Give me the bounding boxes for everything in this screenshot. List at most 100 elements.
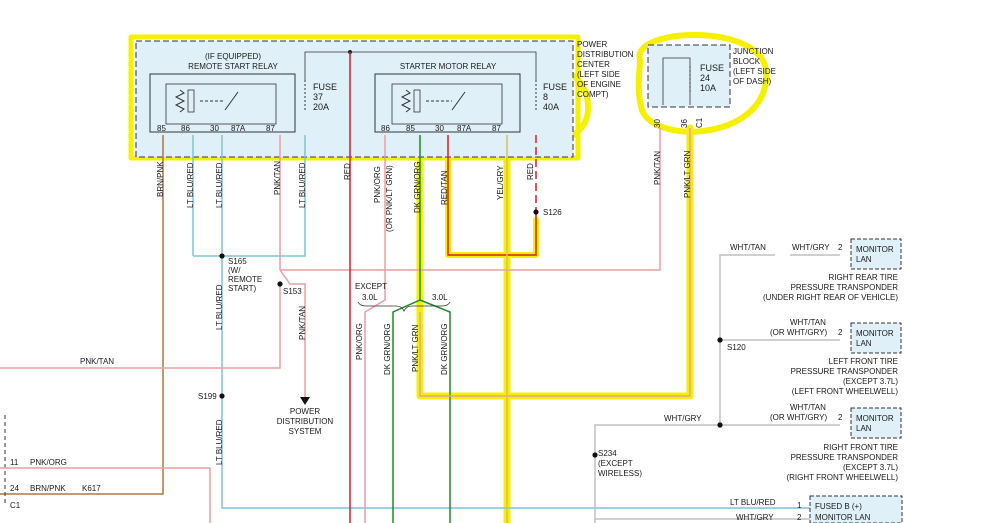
monitor-rr-box (850, 238, 902, 270)
remote-relay-coil (174, 89, 186, 113)
fuse8-rating: 40A (543, 102, 559, 112)
label-or-wht-gry-2: (OR WHT/GRY) (770, 328, 828, 337)
monitor-rf-desc2: PRESSURE TRANSPONDER (791, 453, 899, 462)
monitor-rf-box-line2: LAN (856, 424, 872, 433)
fuse8-label: FUSE (543, 82, 567, 92)
splice-s199: S199 (198, 392, 217, 401)
pdc-label: POWER DISTRIBUTION CENTER (LEFT SIDE OF … (577, 40, 634, 99)
splice-node-s120 (717, 337, 723, 343)
label-lt-blu-red-low: LT BLU/RED (215, 419, 224, 465)
pdc-label-line4: (LEFT SIDE (577, 70, 620, 79)
label-red-1: RED (343, 163, 352, 180)
fuse24-circuit (662, 57, 691, 105)
remote-pin-86: 86 (181, 124, 190, 133)
connector-c1-circuit: K617 (82, 484, 101, 493)
starter-relay-switch (451, 91, 466, 111)
label-or-wht-gry-3: (OR WHT/GRY) (770, 413, 828, 422)
label-pnk-org-top: PNK/ORG (373, 166, 382, 203)
label-wht-gry-main: WHT/GRY (664, 414, 702, 423)
starter-pin-30: 30 (435, 124, 444, 133)
wire-pnk-tan-junction (280, 128, 661, 271)
junction-label-line1: JUNCTION (733, 47, 774, 56)
splice-s126: S126 (543, 208, 562, 217)
splice-nodes (219, 209, 723, 458)
fuse8-number: 8 (543, 92, 548, 102)
except-3-0l-bracket: EXCEPT 3.0L 3.0L (355, 282, 451, 313)
label-pnk-tan-2: PNK/TAN (653, 151, 662, 185)
connector-c1-pin24: 24 (10, 484, 19, 493)
pds-label-line1: POWER (290, 407, 320, 416)
label-brn-pnk: BRN/PNK (156, 161, 165, 197)
remote-pin-85: 85 (157, 124, 166, 133)
splice-s234-line2: (EXCEPT (598, 459, 633, 468)
fuse37-label: FUSE (313, 82, 337, 92)
fuse24-number: 24 (700, 73, 710, 83)
label-wht-gry-1: WHT/GRY (792, 243, 830, 252)
monitor-rf-box (850, 407, 902, 439)
splice-node-s234 (592, 452, 598, 458)
remote-relay-title: (IF EQUIPPED) (205, 52, 261, 61)
pdc-label-line2: DISTRIBUTION (577, 50, 634, 59)
starter-relay-box (374, 73, 521, 133)
label-lt-blu-red-bottom: LT BLU/RED (730, 498, 776, 507)
junction-highlight (635, 32, 770, 135)
starter-motor-relay: STARTER MOTOR RELAY 86 85 30 87A 87 (374, 62, 521, 133)
starter-pin-87: 87 (492, 124, 501, 133)
monitor-fused-box-line2: MONITOR LAN (815, 513, 871, 522)
monitor-rf: 2 MONITOR LAN RIGHT FRONT TIRE PRESSURE … (786, 407, 902, 482)
wire-dk-grn-org-left (392, 135, 421, 523)
wire-brn-pnk (0, 135, 164, 495)
pdc-highlight (128, 34, 581, 161)
remote-relay-subtitle: REMOTE START RELAY (188, 62, 278, 71)
except-brace (357, 301, 451, 313)
monitor-fused-box (809, 495, 903, 523)
wire-dk-grn-org-right (419, 299, 451, 523)
fuse37-rating: 20A (313, 102, 329, 112)
monitor-rf-pin: 2 (838, 413, 843, 422)
pds-label-line3: SYSTEM (289, 427, 322, 436)
monitor-lf-box (850, 322, 902, 354)
label-wht-tan-3: WHT/TAN (790, 403, 826, 412)
monitor-rr-box-line2: LAN (856, 255, 872, 264)
junction-label-line3: (LEFT SIDE (733, 67, 776, 76)
pdc-label-line6: COMPT) (577, 90, 609, 99)
vertical-wire-labels: BRN/PNK LT BLU/RED LT BLU/RED PNK/TAN LT… (156, 151, 692, 465)
starter-pin-87a: 87A (457, 124, 472, 133)
pdc-label-line1: POWER (577, 40, 607, 49)
label-lt-blu-red-1: LT BLU/RED (186, 162, 195, 208)
pnk-lt-grn-highlight (416, 124, 694, 400)
junction-box (647, 44, 731, 108)
starter-relay-inner (391, 83, 503, 125)
starter-pin-85: 85 (406, 124, 415, 133)
splice-s234-line1: S234 (598, 449, 617, 458)
label-pnk-lt-grn-top: PNK/LT GRN (683, 151, 692, 198)
monitor-fused-pin2: 2 (797, 513, 802, 522)
junction-pin-36: 36 (680, 119, 689, 128)
label-red-tan: RED/TAN (440, 170, 449, 205)
monitor-rr-pin: 2 (838, 243, 843, 252)
starter-pin-86: 86 (381, 124, 390, 133)
monitor-rf-desc1: RIGHT FRONT TIRE (823, 443, 898, 452)
splice-s234: S234 (EXCEPT WIRELESS) (598, 449, 642, 478)
monitor-lf-desc3: (EXCEPT 3.7L) (843, 377, 898, 386)
splice-s165-line3: REMOTE (228, 275, 262, 284)
remote-relay-inner (165, 83, 277, 125)
pdc-box (135, 40, 574, 158)
remote-relay-switch (224, 91, 239, 111)
splice-s165-line4: START) (228, 284, 256, 293)
wire-pnk-lt-grn (419, 128, 691, 397)
label-pnk-lt-grn-alt: (OR PNK/LT GRN) (385, 165, 394, 232)
except-label-line2: 3.0L (362, 293, 378, 302)
wire-pnk-tan-pds (279, 269, 306, 398)
fuse24-label: FUSE (700, 63, 724, 73)
monitor-rf-desc4: (RIGHT FRONT WHEELWELL) (786, 473, 898, 482)
splice-s165: S165 (W/ REMOTE START) (228, 257, 262, 293)
splice-s120: S120 (727, 343, 746, 352)
remote-start-relay: (IF EQUIPPED) REMOTE START RELAY 85 86 3… (149, 52, 296, 133)
label-lt-blu-red-2: LT BLU/RED (215, 162, 224, 208)
wire-pnk-tan-left (0, 285, 281, 369)
monitor-rr-desc1: RIGHT REAR TIRE (829, 273, 899, 282)
monitor-lf-desc2: PRESSURE TRANSPONDER (791, 367, 899, 376)
splice-node-s126 (533, 209, 539, 215)
fuse24-rating: 10A (700, 83, 716, 93)
